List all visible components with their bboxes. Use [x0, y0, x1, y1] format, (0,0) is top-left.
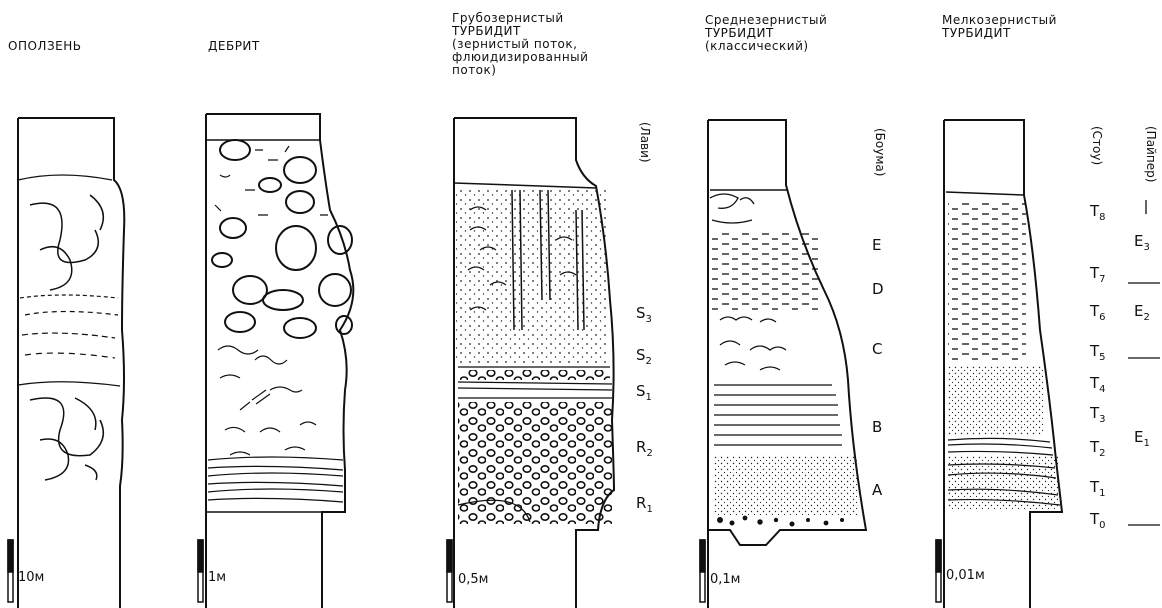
lowe-division-s2: S2: [636, 348, 652, 365]
stow-division-t8: T8: [1090, 204, 1106, 221]
stow-division-t0: T0: [1090, 512, 1106, 529]
stow-division-t5: T5: [1090, 344, 1106, 361]
bouma-division-e: E: [872, 238, 881, 253]
slump-column: [18, 118, 124, 608]
scale-label-debrite: 1м: [208, 570, 226, 585]
scale-label-slump: 10м: [18, 570, 44, 585]
stow-division-t6: T6: [1090, 304, 1106, 321]
coarse-turbidite-column: [454, 118, 614, 608]
stow-scheme-label: (Стоу): [1090, 126, 1104, 165]
bouma-division-b: B: [872, 420, 882, 435]
piper-division-e1: E1: [1134, 430, 1150, 447]
lowe-scheme-label: (Лави): [638, 122, 652, 163]
piper-division-e2: E2: [1134, 304, 1150, 321]
lowe-division-r1: R1: [636, 496, 653, 513]
piper-scheme-label: (Пайпер): [1144, 126, 1158, 182]
lowe-division-s3: S3: [636, 306, 652, 323]
scale-label-medium: 0,1м: [710, 572, 740, 587]
stow-division-t4: T4: [1090, 376, 1106, 393]
medium-turbidite-column: [708, 120, 866, 608]
scale-label-coarse: 0,5м: [458, 572, 488, 587]
stow-division-t3: T3: [1090, 406, 1106, 423]
bouma-division-a: A: [872, 483, 882, 498]
bouma-division-d: D: [872, 282, 884, 297]
lowe-division-r2: R2: [636, 440, 653, 457]
lowe-division-s1: S1: [636, 384, 652, 401]
fine-turbidite-column: [944, 120, 1062, 608]
scale-bars: [8, 540, 941, 602]
stow-division-t1: T1: [1090, 480, 1106, 497]
bouma-division-c: C: [872, 342, 882, 357]
piper-division-e3: E3: [1134, 234, 1150, 251]
scale-label-fine: 0,01м: [946, 568, 985, 583]
debrite-column: [206, 114, 353, 608]
bouma-scheme-label: (Боума): [873, 128, 887, 176]
stow-division-t2: T2: [1090, 440, 1106, 457]
stow-division-t7: T7: [1090, 266, 1106, 283]
